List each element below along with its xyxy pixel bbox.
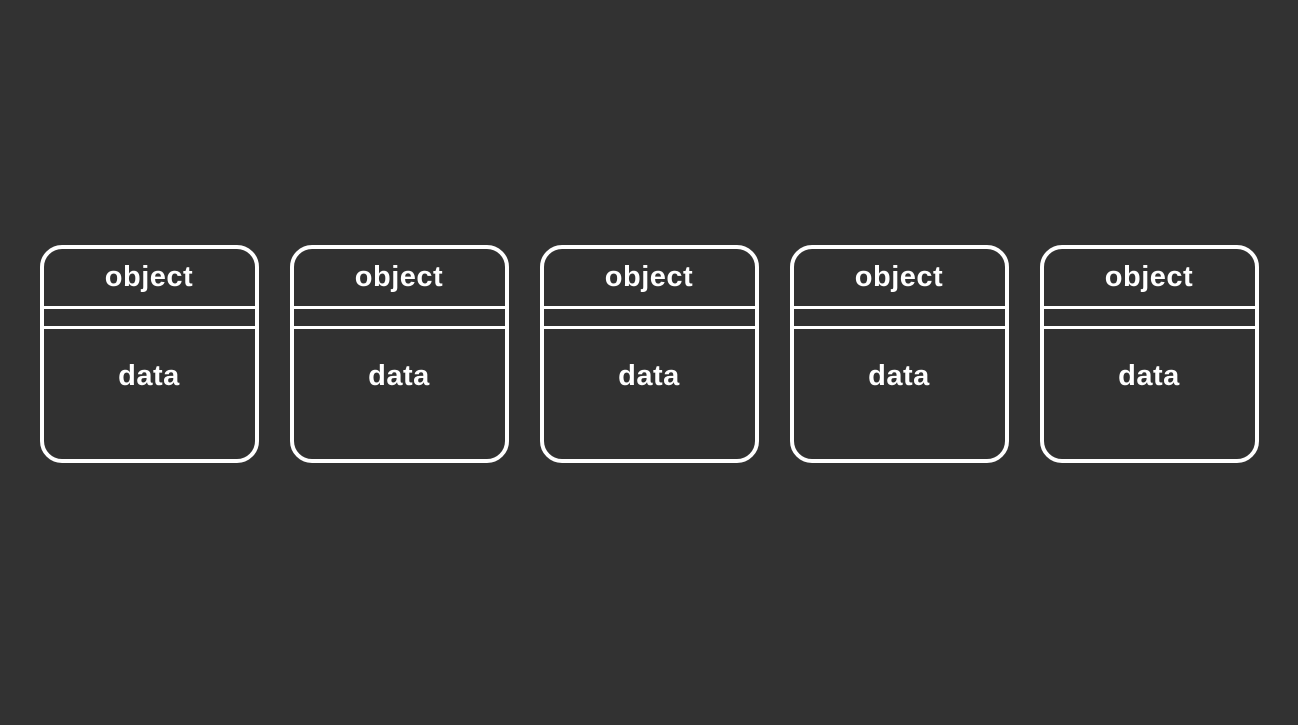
card-divider [793, 306, 1005, 329]
card-divider [293, 306, 505, 329]
card-divider [543, 306, 755, 329]
object-card-1: object data [39, 245, 259, 463]
object-card-5: object data [1039, 245, 1259, 463]
object-card-title: object [354, 261, 444, 293]
object-card-title: object [604, 261, 694, 293]
object-card-data-label: data [1118, 360, 1180, 392]
object-card-3: object data [539, 245, 759, 463]
object-card-title: object [104, 261, 194, 293]
object-card-data-label: data [368, 360, 430, 392]
object-card-data-label: data [868, 360, 930, 392]
card-divider [1043, 306, 1255, 329]
object-card-4: object data [789, 245, 1009, 463]
object-card-data-label: data [618, 360, 680, 392]
object-card-title: object [1104, 261, 1194, 293]
object-card-title: object [854, 261, 944, 293]
card-divider [43, 306, 255, 329]
object-card-row: object data object data object data obje… [0, 245, 1298, 463]
object-card-2: object data [289, 245, 509, 463]
object-card-data-label: data [118, 360, 180, 392]
